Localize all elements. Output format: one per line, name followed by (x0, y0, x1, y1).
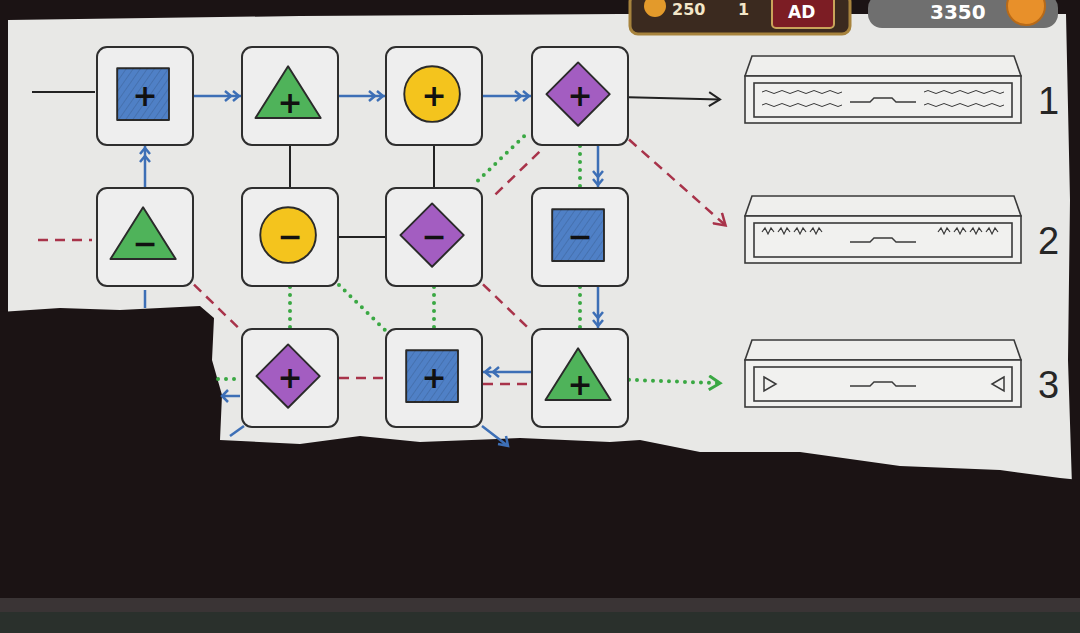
tray-number: 2 (1038, 204, 1059, 260)
tray-drawing (742, 336, 1024, 416)
operator-tile: − (241, 187, 339, 287)
operator-sign: − (567, 222, 592, 252)
output-tray: 1 (742, 52, 1059, 132)
operator-tile: + (385, 46, 483, 146)
flow-connector (578, 287, 582, 328)
operator-sign: + (421, 363, 446, 393)
flow-connector (433, 146, 435, 187)
coin-count: 250 (672, 2, 705, 18)
flow-connector (288, 287, 292, 328)
coin-icon (644, 0, 666, 17)
flow-connector (339, 377, 385, 380)
operator-sign: + (421, 81, 446, 111)
exit-wire (222, 390, 240, 402)
operator-sign: − (277, 222, 302, 252)
flow-connector (432, 287, 436, 328)
key-count: 1 (738, 2, 749, 18)
operator-tile: + (531, 328, 629, 428)
operator-tile: − (96, 187, 194, 287)
operator-tile: + (385, 328, 483, 428)
flow-connector (597, 146, 600, 187)
flow-connector (194, 285, 241, 331)
output-tray: 2 (742, 192, 1059, 272)
operator-sign: − (132, 229, 157, 259)
coin-stack-icon (1007, 0, 1045, 25)
ad-label: AD (788, 4, 815, 21)
ad-badge (772, 0, 834, 28)
tray-number: 1 (1038, 64, 1059, 120)
dark-stain (0, 306, 1080, 633)
operator-sign: + (132, 81, 157, 111)
operator-sign: + (277, 363, 302, 393)
operator-tile: + (96, 46, 194, 146)
output-tray: 3 (742, 336, 1059, 416)
operator-tile: + (241, 328, 339, 428)
flow-connector (476, 136, 524, 182)
flow-connector (339, 285, 385, 330)
currency-panel (630, 0, 850, 34)
operator-sign: + (567, 81, 592, 111)
operator-sign: − (421, 222, 446, 252)
flow-connector (597, 287, 600, 328)
flow-connector (483, 284, 531, 330)
flow-connector (629, 380, 720, 383)
flow-connector (289, 146, 291, 187)
flow-connector (578, 146, 582, 187)
input-wire (38, 239, 92, 242)
operator-sign: + (567, 370, 592, 400)
input-wire (218, 377, 240, 381)
flow-connector (339, 236, 385, 238)
flow-connector (144, 146, 147, 187)
exit-wire (482, 426, 508, 446)
input-wire (32, 91, 95, 93)
tray-drawing (742, 192, 1024, 272)
bottom-strip (0, 612, 1080, 633)
flow-connector (339, 95, 385, 98)
tray-drawing (742, 52, 1024, 132)
flow-connector (483, 383, 531, 386)
operator-tile: − (531, 187, 629, 287)
flow-connector (629, 97, 720, 99)
tray-number: 3 (1038, 348, 1059, 404)
score-value: 3350 (930, 2, 986, 22)
exit-wire (230, 426, 244, 436)
flow-connector (194, 95, 241, 98)
operator-tile: + (531, 46, 629, 146)
bottom-bar (0, 598, 1080, 612)
operator-sign: + (277, 88, 302, 118)
exit-wire (144, 290, 147, 308)
flow-connector (483, 95, 531, 98)
operator-tile: + (241, 46, 339, 146)
flow-connector (483, 371, 531, 374)
operator-tile: − (385, 187, 483, 287)
flow-connector (629, 140, 726, 226)
